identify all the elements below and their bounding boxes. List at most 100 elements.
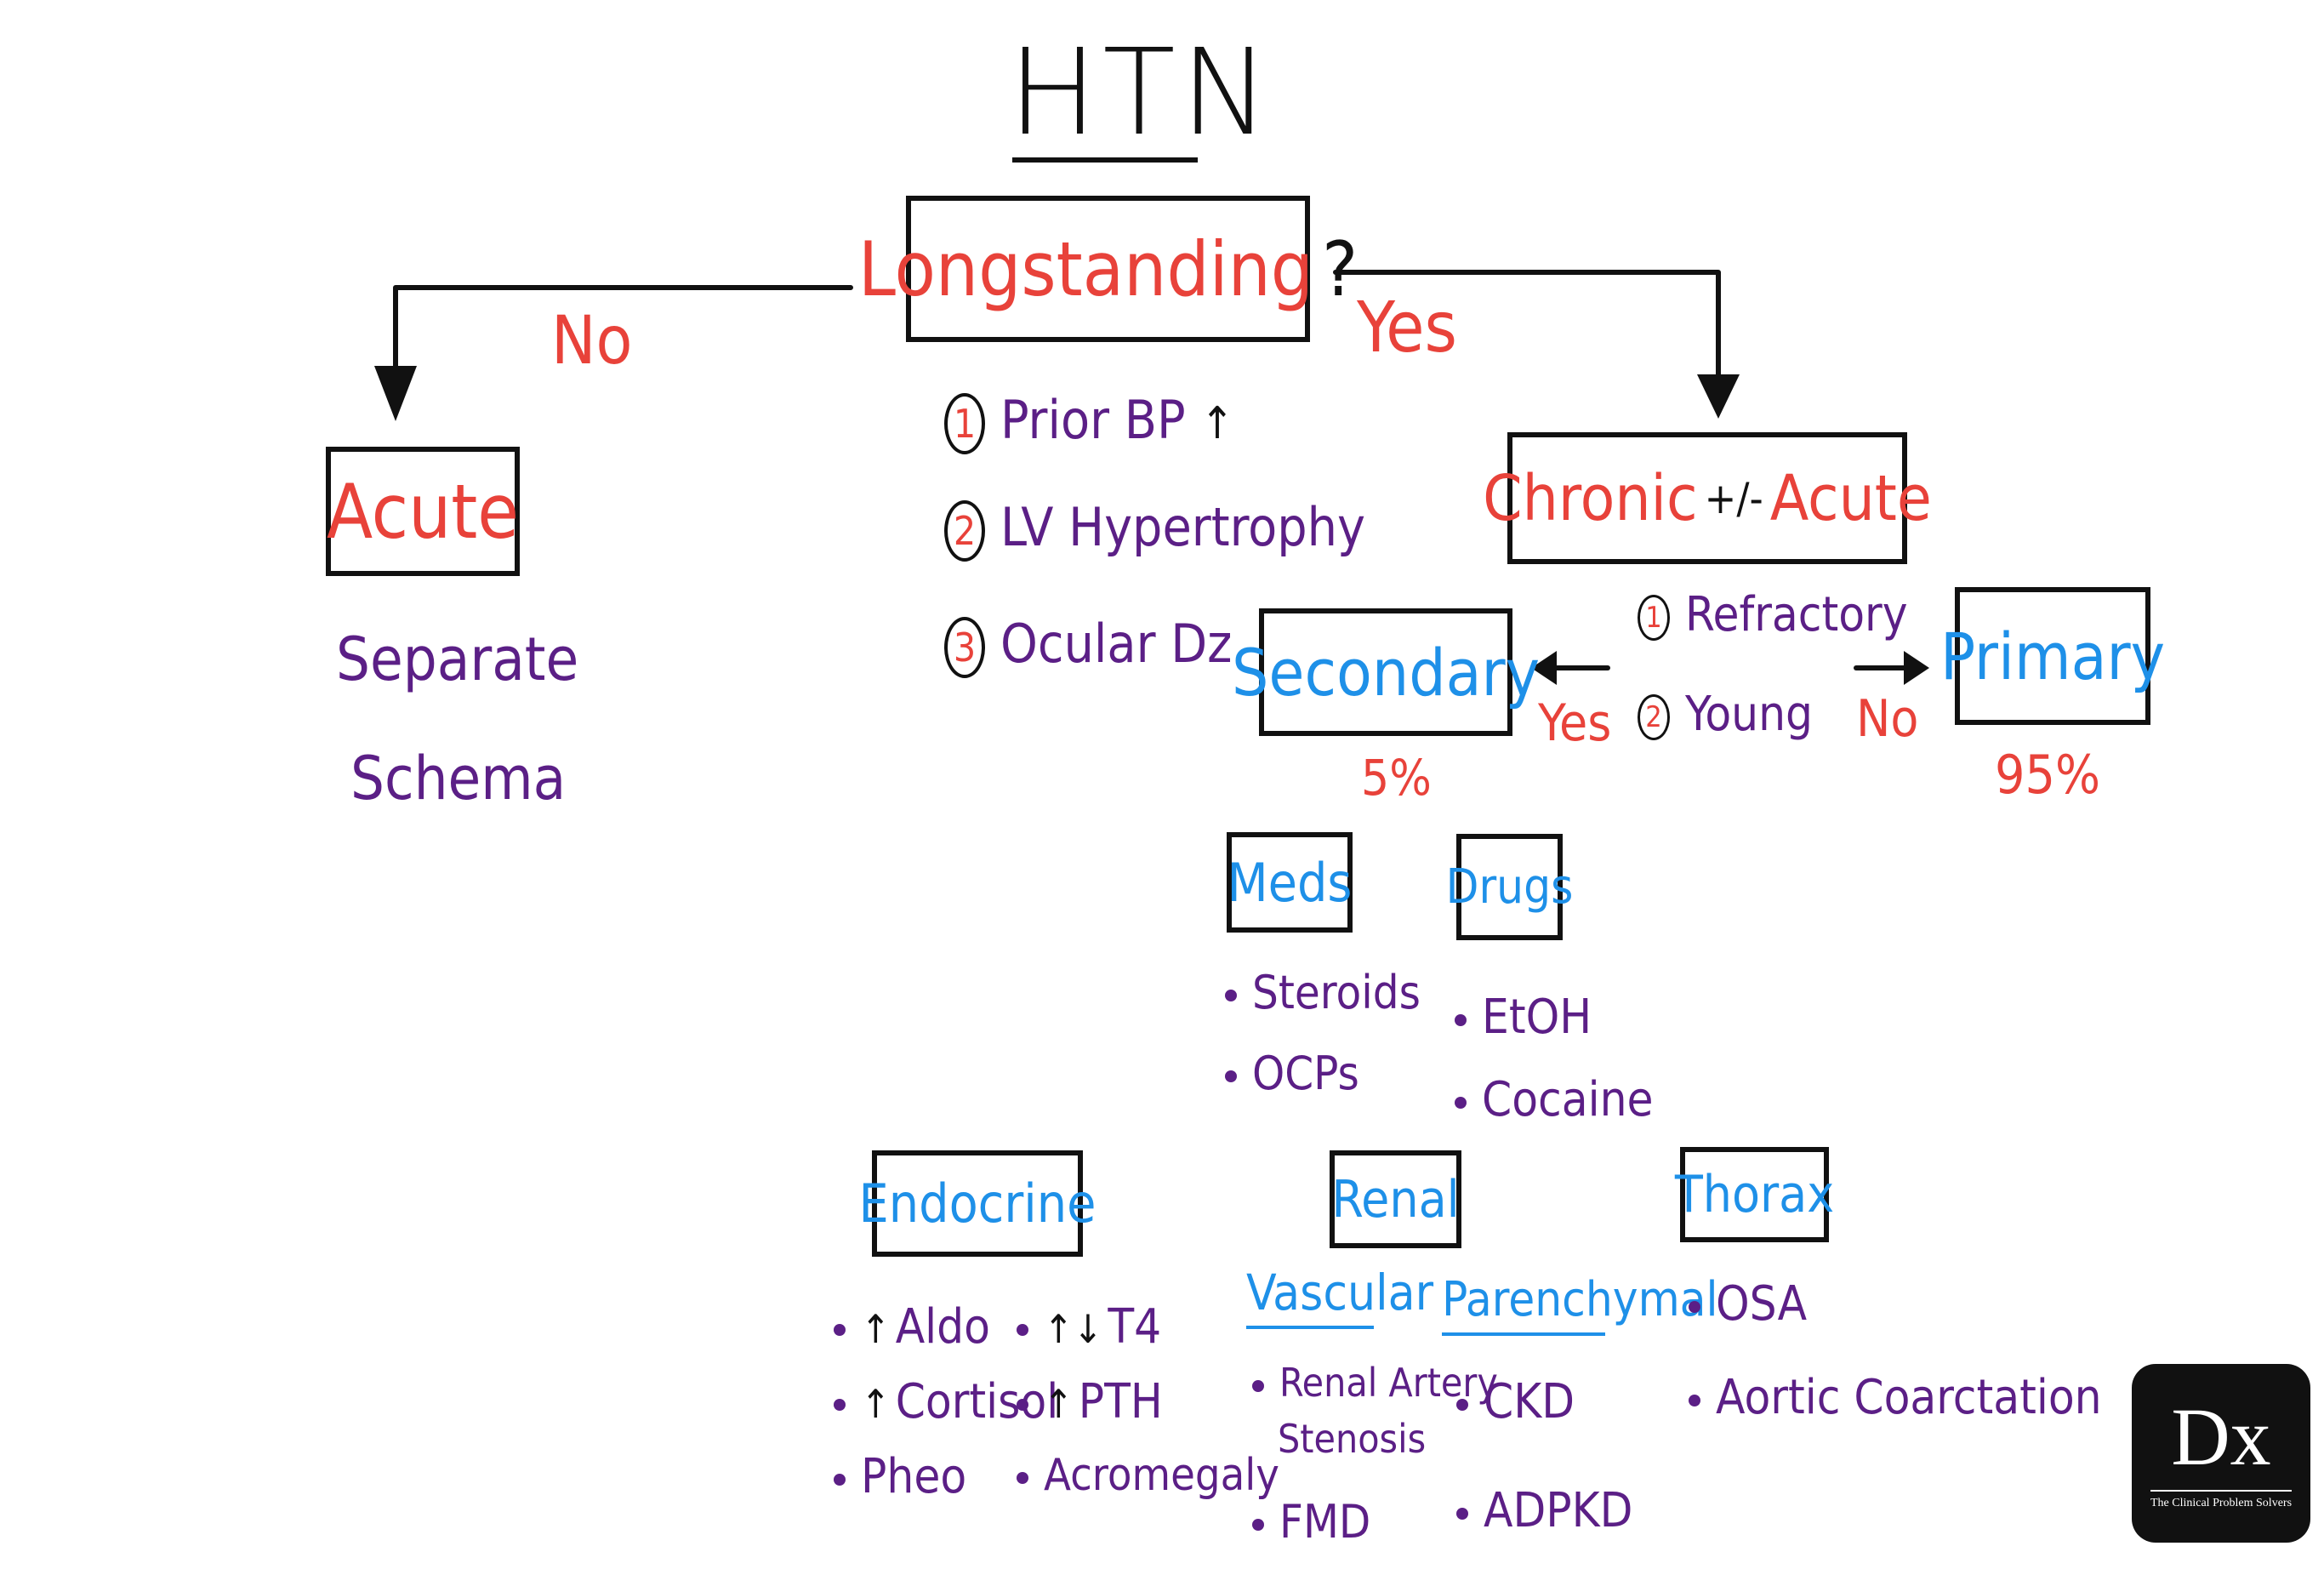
list-item: Aortic Coarctation — [1689, 1374, 2102, 1422]
acute-note-line1: Separate — [336, 625, 579, 694]
list-item: OSA — [1689, 1281, 1807, 1328]
parenchymal-label: Parenchymal — [1442, 1272, 1718, 1327]
list-item: CKD — [1456, 1378, 1575, 1426]
list-item-text: Cocaine — [1482, 1072, 1654, 1127]
longstanding-label: Longstanding — [857, 225, 1314, 313]
acute-label: Acute — [326, 467, 520, 556]
list-item: Pheo — [834, 1453, 966, 1501]
clinical-problem-solvers-logo: Dx The Clinical Problem Solvers — [2132, 1364, 2310, 1543]
no-branch-line — [393, 285, 853, 377]
secondary-pct: 5% — [1361, 749, 1432, 807]
drugs-box: Drugs — [1446, 834, 1573, 940]
list-item: EtOH — [1455, 994, 1592, 1041]
list-item-text: PTH — [1078, 1374, 1163, 1429]
up-arrow-icon: ↑ — [1044, 1381, 1074, 1427]
list-item: FMD — [1252, 1499, 1370, 1545]
criteria-number: 3 — [944, 617, 985, 678]
question-mark: ? — [1322, 225, 1359, 313]
bullet-icon — [1456, 1507, 1468, 1520]
question-number: 1 — [1638, 594, 1670, 641]
thorax-label: Thorax — [1674, 1165, 1835, 1224]
bullet-icon — [1456, 1398, 1468, 1411]
no-edge-label: No — [551, 303, 633, 379]
chronic-arrowhead — [1697, 374, 1740, 419]
bullet-icon — [1455, 1096, 1467, 1109]
secondary-arrowhead — [1531, 651, 1557, 685]
list-item: ↑PTH — [1017, 1378, 1163, 1426]
list-item: ↑Aldo — [834, 1304, 990, 1351]
plus-minus-label: +/- — [1704, 473, 1763, 523]
bullet-icon — [1017, 1472, 1028, 1484]
meds-box: Meds — [1227, 832, 1353, 933]
list-item: ↑↓T4 — [1017, 1304, 1161, 1351]
up-arrow-icon: ↑ — [1200, 398, 1234, 450]
title-underline — [1012, 157, 1198, 163]
primary-no-label: No — [1856, 689, 1919, 749]
criteria-number: 1 — [944, 393, 985, 454]
list-item-text: Aortic Coarctation — [1716, 1370, 2102, 1425]
list-item-text: Pheo — [861, 1449, 967, 1504]
primary-pct: 95% — [1995, 744, 2100, 806]
secondary-yes-label: Yes — [1538, 693, 1612, 753]
bullet-icon — [834, 1323, 846, 1336]
drugs-label: Drugs — [1445, 859, 1574, 915]
list-item-text: Acromegaly — [1044, 1450, 1279, 1501]
logo-subtitle: The Clinical Problem Solvers — [2150, 1490, 2293, 1510]
bullet-icon — [834, 1473, 846, 1486]
list-item-text: FMD — [1279, 1495, 1371, 1549]
page-title: HTN — [1008, 24, 1275, 163]
list-item-text: Aldo — [895, 1299, 990, 1355]
bullet-icon — [1455, 1013, 1467, 1026]
bullet-icon — [1225, 990, 1237, 1002]
criteria-number: 2 — [944, 500, 985, 562]
logo-mark: Dx — [2171, 1391, 2271, 1482]
question-text: Refractory — [1685, 587, 1908, 642]
list-item-text: Cortisol — [895, 1374, 1059, 1429]
bullet-icon — [1689, 1300, 1700, 1313]
up-down-arrow-icon: ↑↓ — [1044, 1306, 1103, 1352]
endocrine-box: Endocrine — [859, 1150, 1096, 1257]
up-arrow-icon: ↑ — [861, 1306, 891, 1352]
list-item: Acromegaly — [1017, 1453, 1279, 1498]
list-item: OCPs — [1225, 1051, 1359, 1097]
list-item: Cocaine — [1455, 1076, 1654, 1124]
list-item: ADPKD — [1456, 1487, 1632, 1535]
bullet-icon — [1252, 1379, 1264, 1392]
vascular-label: Vascular — [1246, 1264, 1434, 1321]
bullet-icon — [834, 1398, 846, 1411]
question-number: 2 — [1638, 693, 1670, 740]
secondary-box: Secondary — [1232, 608, 1540, 736]
criteria-text: Ocular Dz — [1000, 613, 1233, 676]
parenchymal-underline — [1442, 1332, 1605, 1336]
chronic-acute-label: Acute — [1769, 461, 1932, 535]
bullet-icon — [1017, 1398, 1028, 1411]
renal-label: Renal — [1331, 1169, 1460, 1230]
criteria-text: LV Hypertrophy — [1000, 496, 1366, 559]
list-item-text: OSA — [1716, 1276, 1808, 1332]
vascular-underline — [1246, 1326, 1374, 1329]
thorax-box: Thorax — [1675, 1147, 1834, 1242]
acute-note-line2: Schema — [350, 744, 567, 813]
up-arrow-icon: ↑ — [861, 1381, 891, 1427]
list-item-text: CKD — [1484, 1374, 1575, 1429]
primary-arrowhead — [1904, 651, 1929, 685]
endocrine-label: Endocrine — [858, 1172, 1096, 1235]
primary-box: Primary — [1940, 587, 2165, 725]
question-text: Young — [1685, 687, 1814, 742]
list-item-text: T4 — [1108, 1299, 1162, 1355]
bullet-icon — [1017, 1323, 1028, 1336]
acute-arrowhead — [374, 366, 417, 421]
list-item: ↑Cortisol — [834, 1378, 1058, 1426]
list-item: Renal Artery — [1252, 1363, 1498, 1402]
list-item-text: Renal Artery — [1279, 1360, 1498, 1406]
list-item-continuation: Stenosis — [1278, 1416, 1427, 1462]
list-item-text: Steroids — [1252, 966, 1421, 1019]
yes-branch-line — [1333, 270, 1721, 385]
list-item: Steroids — [1225, 970, 1421, 1016]
criteria-text: Prior BP — [1000, 389, 1186, 452]
